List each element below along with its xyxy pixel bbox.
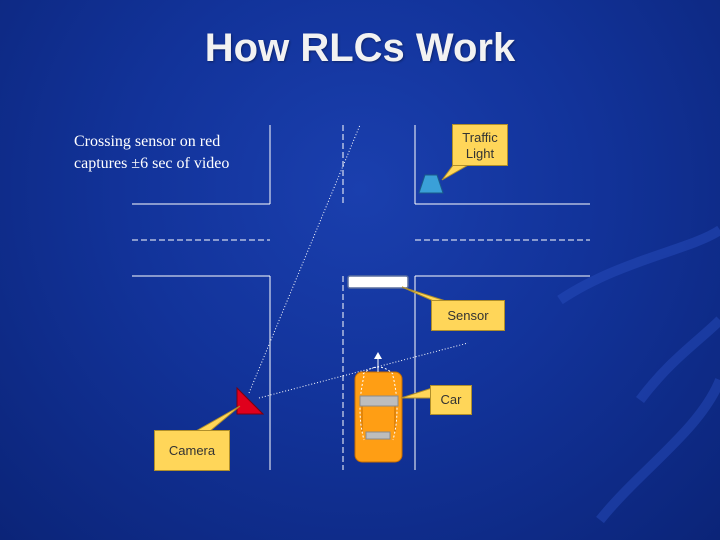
camera-view-lines [248,124,469,399]
car-icon [354,366,403,463]
camera-icon [236,386,265,415]
road-edges [132,125,590,470]
traffic-light-callout: Traffic Light [452,124,508,166]
diagram-caption: Crossing sensor on red captures ±6 sec o… [74,131,229,175]
background-swirl [557,225,720,524]
car-label: Car [440,392,462,407]
traffic-light-label-line-1: Traffic [462,130,498,145]
sensor-callout: Sensor [431,300,505,331]
traffic-light-label-line-2: Light [465,146,495,161]
lane-dividers [132,125,590,470]
car-callout: Car [430,385,472,415]
sensor-label: Sensor [447,308,489,323]
traffic-light-icon [418,174,444,194]
camera-callout: Camera [154,430,230,471]
car-direction-arrow [374,352,382,372]
camera-label: Camera [168,443,216,458]
sensor-pad [347,275,409,289]
caption-line-1: Crossing sensor on red [74,133,221,150]
slide-title: How RLCs Work [204,26,516,70]
callout-pointers [194,163,472,432]
caption-line-2: captures ±6 sec of video [74,155,230,172]
